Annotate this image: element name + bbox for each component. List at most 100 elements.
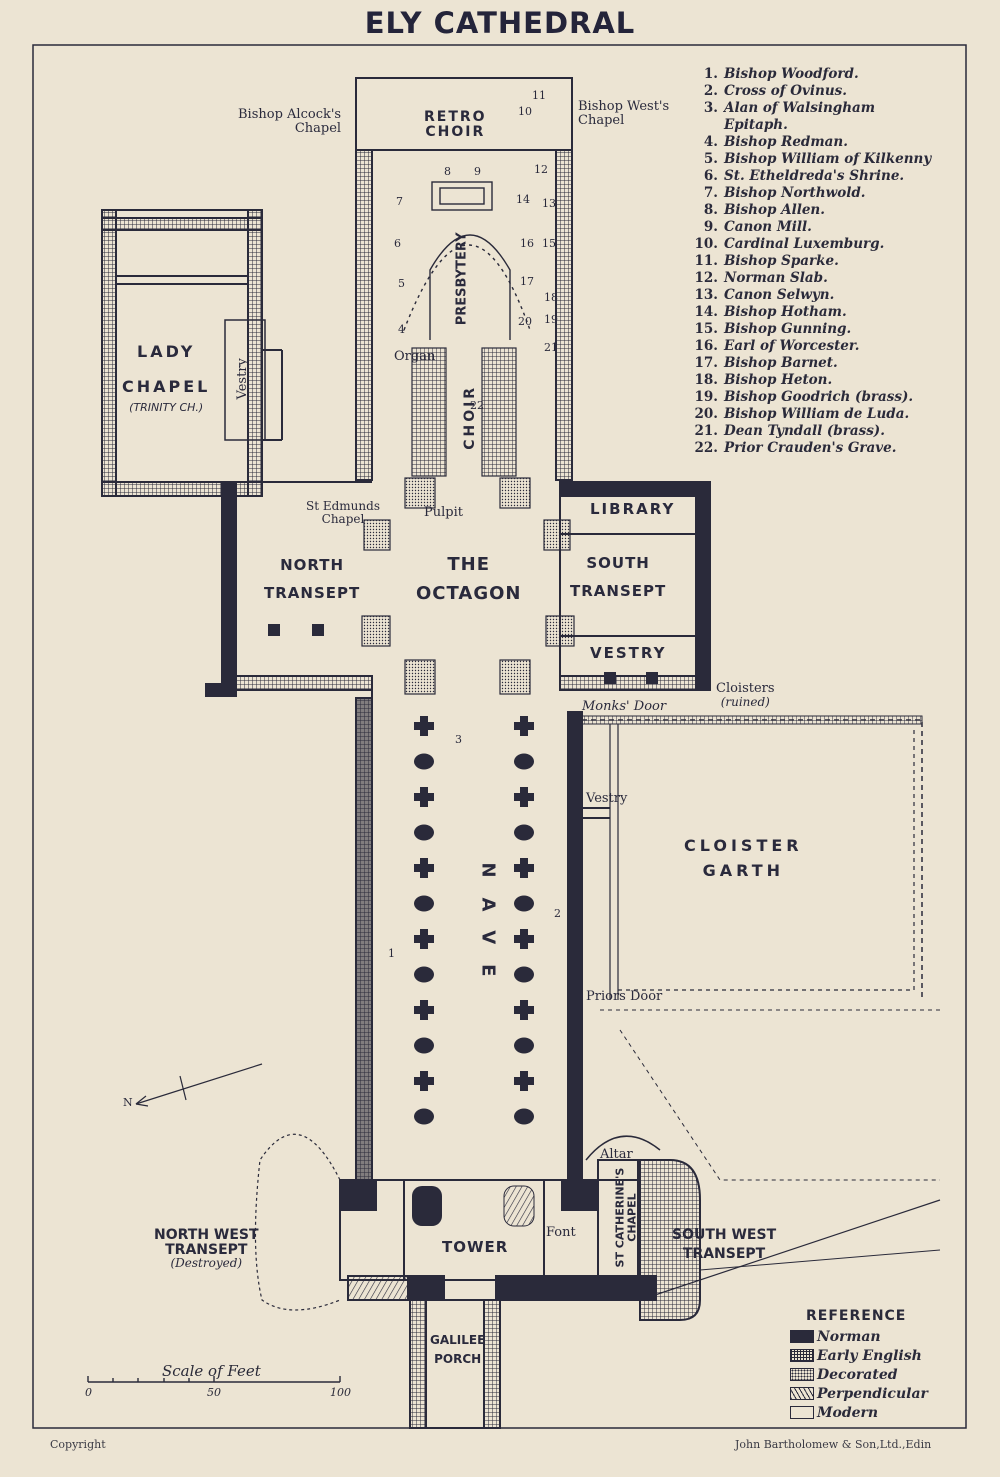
- nave-pier: [514, 1000, 534, 1020]
- scale-tick: 0: [85, 1386, 92, 1399]
- label-library: LIBRARY: [590, 500, 676, 518]
- key-item: 17.Bishop Barnet.: [694, 355, 838, 371]
- monument-key: 1.Bishop Woodford. 2.Cross of Ovinus. 3.…: [692, 66, 932, 457]
- early-english-swatch: [790, 1349, 814, 1362]
- marker: 13: [542, 197, 556, 210]
- key-item: 16.Earl of Worcester.: [694, 338, 860, 354]
- norman-swatch: [790, 1330, 814, 1343]
- marker: 16: [520, 237, 534, 250]
- nave-pier: [414, 929, 434, 949]
- key-item: 4.Bishop Redman.: [703, 134, 848, 150]
- nave-pier: [514, 716, 534, 736]
- nave-pier: [514, 1037, 534, 1054]
- key-item: 5.Bishop William of Kilkenny: [703, 151, 932, 167]
- nave-pier: [414, 858, 434, 878]
- south-west-transept-outline: [639, 1159, 701, 1321]
- map-title: ELY CATHEDRAL: [364, 6, 636, 40]
- nave-pier: [414, 1108, 434, 1125]
- key-item: 7.Bishop Northwold.: [703, 185, 866, 201]
- reference-item: Modern: [790, 1404, 928, 1423]
- nave-pier: [514, 753, 534, 770]
- key-item: 1.Bishop Woodford.: [703, 66, 859, 82]
- copyright-note: Copyright: [50, 1438, 106, 1451]
- publisher-credit: John Bartholomew & Son,Ltd.,Edin: [735, 1438, 932, 1451]
- nave-pier: [414, 787, 434, 807]
- marker: 15: [542, 237, 556, 250]
- label-priors-door: Priors Door: [586, 989, 663, 1004]
- octagon-pier-se: [499, 477, 531, 509]
- key-item: 15.Bishop Gunning.: [694, 321, 852, 337]
- nave-pier: [514, 1108, 534, 1125]
- nave-pier: [514, 895, 534, 912]
- nave-pier: [414, 716, 434, 736]
- north-arrow-line: [135, 1063, 263, 1105]
- cloister-garth-outline: [582, 719, 923, 1000]
- key-item: 3.Alan of Walsingham Epitaph.: [703, 100, 876, 133]
- label-altar: Altar: [600, 1147, 633, 1162]
- nave-pier: [414, 966, 434, 983]
- modern-swatch: [790, 1406, 814, 1419]
- nave-pier: [514, 858, 534, 878]
- presbytery-north-wall: [355, 149, 373, 481]
- scale-tick: 50: [207, 1386, 221, 1399]
- choir-stalls-south: [481, 347, 517, 477]
- label-lady-vestry: Vestry: [234, 358, 250, 400]
- marker: 21: [544, 341, 558, 354]
- label-choir: CHOIR: [462, 384, 479, 450]
- key-item: 6.St. Etheldreda's Shrine.: [703, 168, 905, 184]
- nave-pier: [414, 753, 434, 770]
- octagon-pier-nw: [404, 659, 436, 695]
- key-item: 13.Canon Selwyn.: [694, 287, 835, 303]
- marker: 4: [398, 323, 405, 336]
- decorated-swatch: [790, 1368, 814, 1381]
- tower-base: [403, 1179, 545, 1281]
- octagon-pier-ne: [499, 659, 531, 695]
- label-nave: NAVE: [477, 862, 499, 997]
- key-item: 9.Canon Mill.: [703, 219, 812, 235]
- key-item: 2.Cross of Ovinus.: [703, 83, 847, 99]
- lady-vestry: [224, 319, 266, 441]
- marker: 17: [520, 275, 534, 288]
- nave-pier: [414, 895, 434, 912]
- label-organ: Organ: [394, 349, 436, 364]
- marker: 7: [396, 195, 403, 208]
- choir-stalls-north: [411, 347, 447, 477]
- label-nave-vestry: Vestry: [586, 791, 628, 806]
- reference-item: Decorated: [790, 1366, 928, 1385]
- marker: 11: [532, 89, 546, 102]
- nave-pier: [514, 929, 534, 949]
- marker: 9: [474, 165, 481, 178]
- key-item: 8.Bishop Allen.: [703, 202, 825, 218]
- label-north-west-transept: NORTH WEST TRANSEPT (Destroyed): [154, 1227, 259, 1271]
- marker: 3: [455, 733, 462, 746]
- octagon-pier-sw: [404, 477, 436, 509]
- key-item: 10.Cardinal Luxemburg.: [694, 236, 885, 252]
- nave-pier: [414, 824, 434, 841]
- marker: 8: [444, 165, 451, 178]
- nave-pier: [514, 966, 534, 983]
- nave-pier: [414, 1000, 434, 1020]
- key-item: 14.Bishop Hotham.: [694, 304, 847, 320]
- perpendicular-swatch: [790, 1387, 814, 1400]
- label-monks-door: Monks' Door: [582, 699, 667, 714]
- presbytery-south-wall: [555, 149, 573, 481]
- nw-transept-destroyed: [254, 1133, 341, 1311]
- marker: 18: [544, 291, 558, 304]
- reference-title: REFERENCE: [806, 1308, 907, 1324]
- nave-pier: [414, 1037, 434, 1054]
- label-tower: TOWER: [442, 1238, 509, 1256]
- label-vestry: VESTRY: [590, 644, 667, 662]
- label-presbytery: PRESBYTERY: [454, 232, 470, 326]
